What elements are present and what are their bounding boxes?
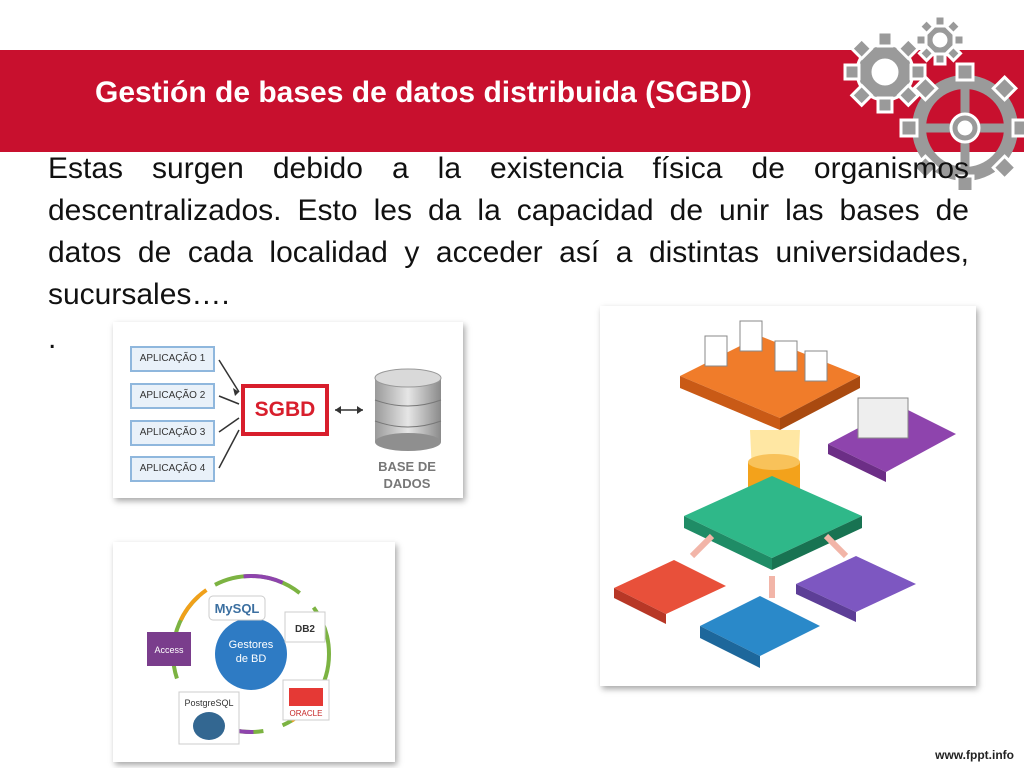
gestores-bd-diagram: Gestores de BD MySQL Access PostgreSQL O… <box>113 542 395 762</box>
gestores-center-line2: de BD <box>236 653 267 665</box>
sgbd-architecture-diagram: APLICAÇÃO 1 APLICAÇÃO 2 APLICAÇÃO 3 APLI… <box>113 322 463 498</box>
access-logo: Access <box>147 632 191 666</box>
svg-text:ORACLE: ORACLE <box>290 709 323 718</box>
isometric-architecture <box>614 320 956 668</box>
app-box-3: APLICAÇÃO 3 <box>130 420 215 446</box>
svg-text:MySQL: MySQL <box>215 601 260 616</box>
gears-icon <box>843 14 1024 190</box>
sgbd-box: SGBD <box>241 384 329 436</box>
gestores-center-line1: Gestores <box>229 639 274 651</box>
sgbd-arrows <box>218 359 363 469</box>
database-label-line1: BASE DE <box>378 459 436 474</box>
oracle-logo: ORACLE <box>282 679 330 721</box>
database-label: BASE DE DADOS <box>369 458 445 492</box>
app-box-2: APLICAÇÃO 2 <box>130 383 215 409</box>
database-label-line2: DADOS <box>383 476 431 491</box>
mysql-logo: MySQL <box>208 595 266 621</box>
slide-title: Gestión de bases de datos distribuida (S… <box>95 76 752 109</box>
distributed-architecture-illustration <box>600 306 976 686</box>
app-box-1: APLICAÇÃO 1 <box>130 346 215 372</box>
svg-text:PostgreSQL: PostgreSQL <box>184 698 233 708</box>
app-box-4: APLICAÇÃO 4 <box>130 456 215 482</box>
postgresql-logo: PostgreSQL <box>178 691 240 745</box>
db2-logo: DB2 <box>284 611 326 643</box>
body-paragraph: Estas surgen debido a la existencia físi… <box>48 152 969 311</box>
database-icon <box>374 368 442 451</box>
footer-url: www.fppt.info <box>935 748 1014 762</box>
gestores-ring: Gestores de BD MySQL Access PostgreSQL O… <box>147 574 331 745</box>
svg-text:Access: Access <box>154 645 184 655</box>
bullet-dot: . <box>48 322 57 355</box>
svg-text:DB2: DB2 <box>295 624 315 635</box>
